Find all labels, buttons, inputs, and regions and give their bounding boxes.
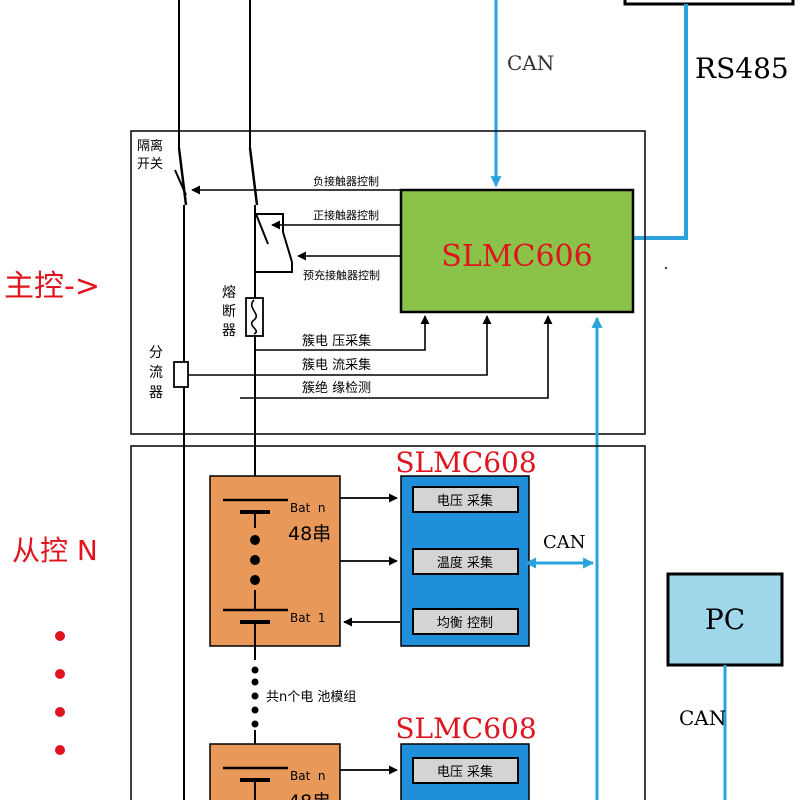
pc-can-label: CAN (679, 706, 726, 730)
isolation-switch-neg (177, 147, 188, 206)
bat-n-label-2: Bat n (290, 769, 326, 783)
neg-contactor-label: 负接触器控制 (313, 174, 379, 188)
balance-control-box (412, 608, 519, 635)
module-dot-5 (251, 720, 259, 728)
precharge-return (255, 262, 293, 273)
isolation-switch-label-1: 隔离 (137, 138, 163, 154)
balance-control-label: 均衡 控制 (437, 616, 493, 631)
bat-1-label: Bat 1 (290, 611, 326, 625)
stray-dot-1 (665, 267, 667, 269)
shunt-label-2: 流 (149, 365, 163, 381)
battery-dot-3 (250, 575, 260, 585)
slmc608-title-1: SLMC608 (395, 446, 536, 479)
rs485-label: RS485 (695, 52, 789, 85)
isolation-switch-label-2: 开关 (137, 157, 163, 172)
battery-dot-2 (250, 555, 260, 565)
precharge-branch (255, 213, 284, 232)
fuse-body (245, 297, 264, 337)
top-can-label: CAN (507, 51, 554, 75)
module-dot-2 (251, 678, 259, 686)
voltage-sample-box (412, 486, 519, 513)
cluster-current-label: 簇电 流采集 (302, 357, 371, 373)
series-label-2: 48串 (288, 791, 331, 800)
bat-n-label: Bat n (290, 501, 326, 515)
shunt-label-3: 器 (149, 385, 163, 401)
voltage-sample-label-2: 电压 采集 (437, 764, 493, 780)
precharge-switch (282, 231, 293, 263)
pos-contactor-label: 正接触器控制 (313, 208, 379, 222)
modules-label: 共n个电 池模组 (266, 690, 356, 705)
master-side-label: 主控-> (4, 269, 100, 304)
slave-can-label: CAN (543, 532, 586, 553)
slave-side-label: 从控 N (12, 534, 98, 567)
voltage-sample-label: 电压 采集 (437, 493, 493, 509)
pc-label: PC (705, 603, 745, 636)
fuse-label-3: 器 (222, 323, 236, 339)
ellipsis-dot-4 (55, 745, 65, 755)
fuse-label-2: 断 (222, 304, 236, 320)
battery-module-1 (209, 475, 341, 647)
battery-module-2 (209, 743, 341, 800)
ellipsis-dot-2 (55, 669, 65, 679)
slmc608-title-2: SLMC608 (395, 712, 536, 745)
shunt-body (173, 361, 189, 388)
master-frame (130, 130, 646, 435)
pos-contactor-switch (255, 213, 269, 245)
ellipsis-dot-1 (55, 631, 65, 641)
isolation-switch-pos (248, 147, 259, 206)
cluster-voltage-line (255, 315, 430, 351)
voltage-sample-box-2 (412, 757, 519, 784)
cluster-current-line (188, 315, 492, 376)
fuse-element (250, 299, 258, 335)
module-dot-3 (251, 692, 259, 700)
cluster-voltage-label: 簇电 压采集 (302, 333, 371, 349)
ellipsis-dot-3 (55, 707, 65, 717)
shunt-label-1: 分 (149, 345, 163, 361)
fuse-label-1: 熔 (222, 285, 236, 301)
module-dot-4 (251, 706, 259, 714)
precharge-label: 预充接触器控制 (303, 268, 380, 282)
series-label: 48串 (288, 523, 331, 545)
slave-frame (130, 445, 646, 800)
insulation-label: 簇绝 缘检测 (302, 380, 371, 396)
slmc606-box (399, 188, 635, 314)
external-device-box (623, 0, 795, 6)
temperature-sample-box (412, 548, 519, 575)
neg-contactor-switch (174, 169, 187, 196)
slmc606-label: SLMC606 (441, 239, 592, 274)
insulation-line (240, 315, 553, 399)
temperature-sample-label: 温度 采集 (437, 555, 493, 571)
module-dot-1 (251, 666, 259, 674)
battery-dot-1 (250, 535, 260, 545)
